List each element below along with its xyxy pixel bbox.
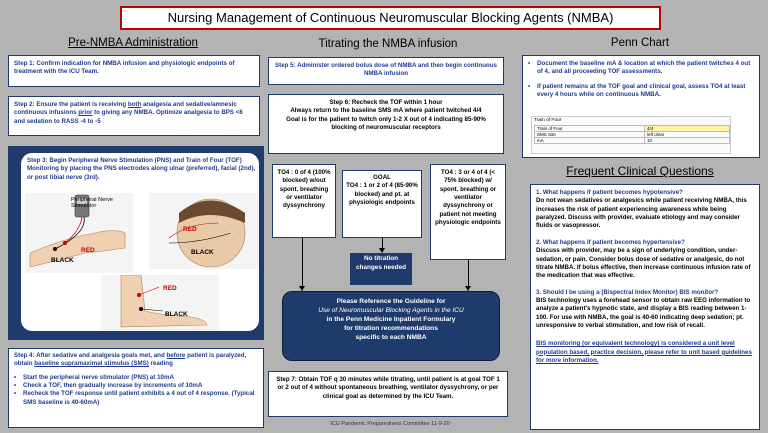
- penn-chart-header: Penn Chart: [610, 37, 670, 49]
- guideline-box: Please Reference the Guideline for Use o…: [282, 291, 500, 361]
- tof-3-4-box: TO4 : 3 or 4 of 4 (< 75% blocked) w/ spo…: [430, 164, 506, 260]
- pre-nmba-header: Pre-NMBA Administration: [68, 37, 198, 49]
- tibial-nerve-illustration: [101, 275, 219, 331]
- arrow-left-down: [302, 238, 303, 288]
- ulnar-arm-illustration: [25, 193, 133, 273]
- arrow-right-head: [465, 286, 471, 291]
- step1-box: Step 1: Confirm indication for NMBA infu…: [8, 55, 260, 87]
- step7-box: Step 7: Obtain TOF q 30 minutes while ti…: [268, 371, 508, 417]
- black-label-face: BLACK: [191, 249, 214, 256]
- step2-text: Step 2: Ensure the patient is receiving …: [14, 101, 243, 125]
- step4-box: Step 4: After sedative and analgesia goa…: [8, 348, 264, 428]
- step6-box: Step 6: Recheck the TOF within 1 hour Al…: [268, 94, 504, 154]
- tof-goal-box: GOAL TO4 : 1 or 2 of 4 (85-90% blocked) …: [342, 170, 422, 238]
- list-item: Check a TOF, then gradually increase by …: [14, 382, 258, 391]
- step5-text: Step 5: Administer ordered bolus dose of…: [275, 62, 497, 78]
- guideline-line1: Please Reference the Guideline for: [336, 298, 446, 305]
- step6-line2: Always return to the baseline SMS mA whe…: [290, 107, 482, 115]
- step6-line3: Goal is for the patient to twitch only 1…: [286, 115, 486, 132]
- step1-text: Step 1: Confirm indication for NMBA infu…: [14, 60, 235, 76]
- faq-note: BIS monitoring (or equivalent technology…: [536, 340, 752, 365]
- list-item: Document the baseline mA & location at w…: [528, 60, 754, 77]
- guideline-line5: specific to each NMBA: [355, 333, 427, 341]
- black-label-arm: BLACK: [51, 257, 74, 264]
- step4-list: Start the peripheral nerve stimulator (P…: [14, 374, 258, 407]
- step5-box: Step 5: Administer ordered bolus dose of…: [268, 57, 504, 85]
- red-label-leg: RED: [163, 285, 177, 292]
- black-label-leg: BLACK: [165, 311, 188, 318]
- page-title: Nursing Management of Continuous Neuromu…: [120, 6, 661, 30]
- facial-nerve-illustration: [149, 193, 259, 269]
- tof-0-of-4-box: TO4 : 0 of 4 (100% blocked) w/out spont.…: [272, 164, 336, 238]
- step3-inner: Step 3: Begin Peripheral Nerve Stimulati…: [20, 152, 260, 332]
- penn-chart-box: Document the baseline mA & location at w…: [522, 55, 760, 158]
- guideline-line2: Use of Neuromuscular Blocking Agents in …: [318, 306, 464, 314]
- flowsheet-title: Train of Four: [534, 118, 562, 123]
- no-titration-text: No titration changes needed: [355, 255, 407, 271]
- list-item: Recheck the TOF response until patient e…: [14, 390, 258, 407]
- step7-text: Step 7: Obtain TOF q 30 minutes while ti…: [276, 376, 500, 400]
- faq-q3: 3. Should I be using a (Bispectral Index…: [536, 288, 719, 296]
- faq-a1: Do not wean sedatives or analgesics whil…: [536, 197, 747, 230]
- footer-credit: ICU Pandemic Preparedness Committee 11-9…: [330, 421, 450, 427]
- arrow-left-head: [299, 286, 305, 291]
- faq-q1: 1. What happens if patient becomes hypot…: [536, 189, 683, 196]
- tof-0-text: TO4 : 0 of 4 (100% blocked) w/out spont.…: [277, 169, 331, 210]
- arrow-goal-head: [379, 248, 385, 253]
- goal-title: GOAL: [373, 174, 391, 181]
- step4-intro: Step 4: After sedative and analgesia goa…: [14, 352, 247, 368]
- list-item: If patient remains at the TOF goal and c…: [528, 83, 754, 100]
- faq-a2: Discuss with provider, may be a sign of …: [536, 247, 751, 280]
- step6-line1: Step 6: Recheck the TOF within 1 hour: [329, 99, 443, 106]
- guideline-line3: in the Penn Medicine Inpatient Formulary: [326, 315, 456, 323]
- arrow-goal-down: [382, 238, 383, 250]
- faq-box: 1. What happens if patient becomes hypot…: [530, 184, 760, 430]
- goal-text: TO4 : 1 or 2 of 4 (85-90% blocked) and p…: [346, 182, 418, 207]
- step3-panel: Step 3: Begin Peripheral Nerve Stimulati…: [8, 146, 264, 340]
- no-titration-box: No titration changes needed: [350, 253, 412, 285]
- step2-box: Step 2: Ensure the patient is receiving …: [8, 96, 260, 136]
- arrow-right-down: [468, 260, 469, 288]
- tof-3-4-text: TO4 : 3 or 4 of 4 (< 75% blocked) w/ spo…: [435, 169, 501, 227]
- red-label-face: RED: [183, 226, 197, 233]
- faq-q2: 2. What happens if patient becomes hyper…: [536, 238, 685, 246]
- faq-header: Frequent Clinical Questions: [566, 164, 714, 178]
- faq-a3: BIS technology uses a forehead sensor to…: [536, 296, 751, 330]
- pns-label: Peripheral Nerve Stimulator: [71, 197, 113, 209]
- penn-chart-list: Document the baseline mA & location at w…: [528, 60, 754, 99]
- step3-text: Step 3: Begin Peripheral Nerve Stimulati…: [27, 157, 256, 181]
- list-item: Start the peripheral nerve stimulator (P…: [14, 374, 258, 383]
- red-label-arm: RED: [81, 247, 95, 254]
- guideline-line4: for titration recommendations: [344, 324, 438, 332]
- titrating-header: Titrating the NMBA infusion: [318, 38, 458, 50]
